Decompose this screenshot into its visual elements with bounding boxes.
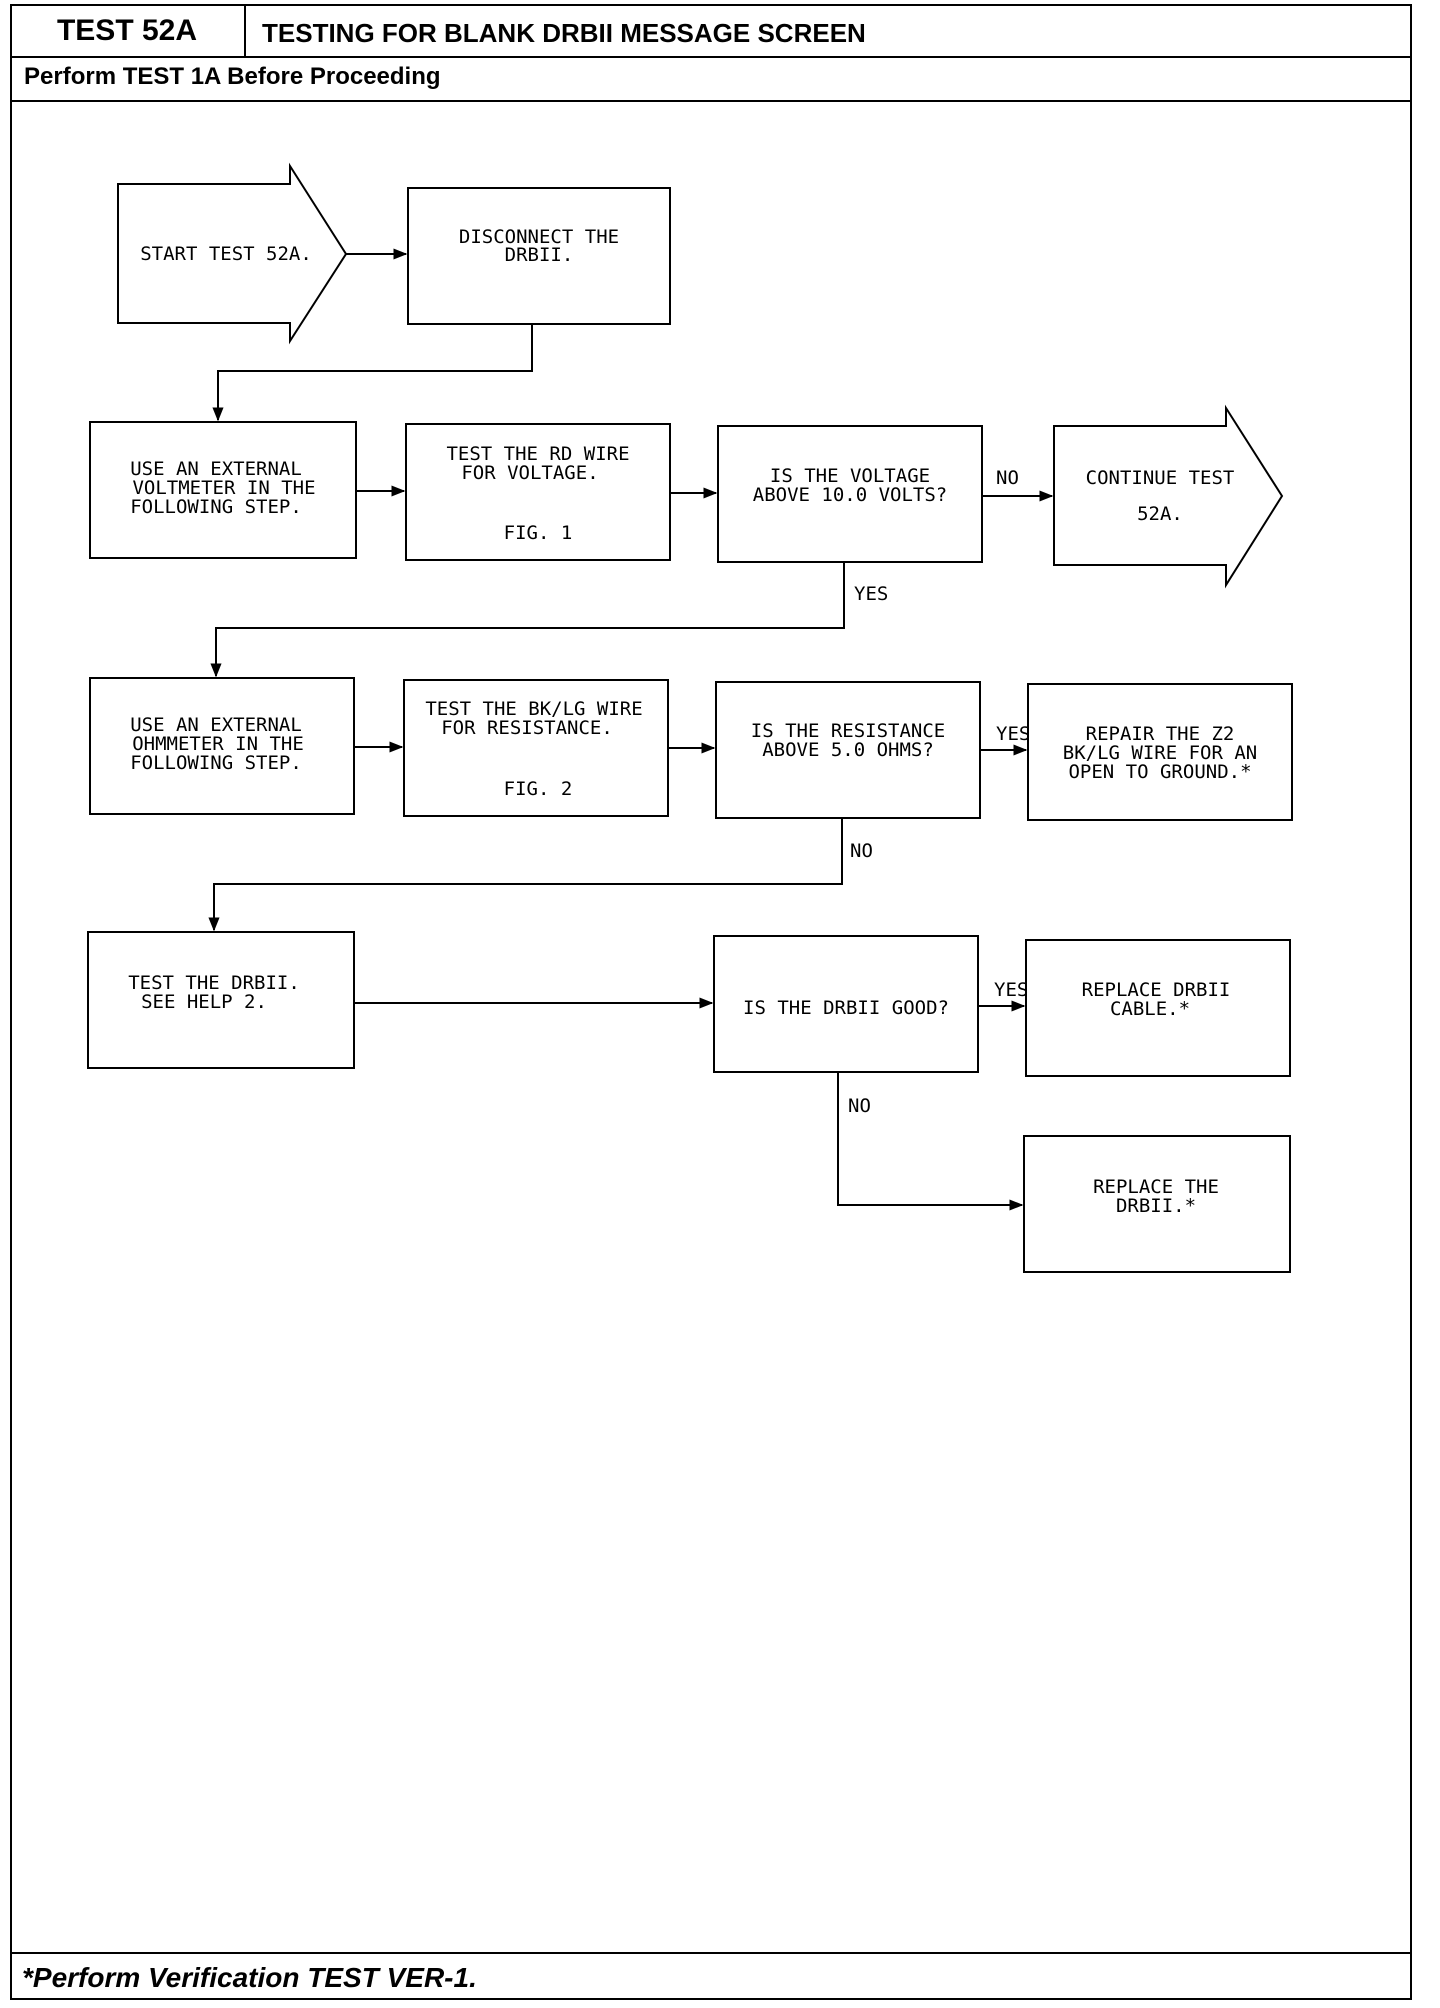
- connector-q-resistance-no: [208, 818, 843, 932]
- header-row: [10, 4, 1412, 58]
- q-resistance-box: [715, 681, 981, 819]
- start-arrow-shape: [117, 162, 348, 345]
- prerequisite-row: [10, 58, 1412, 102]
- ohmmeter-box: [89, 677, 355, 815]
- test-bklg-box: [403, 679, 669, 817]
- page-frame: [10, 4, 1412, 2000]
- start-text: START TEST 52A.: [140, 243, 312, 265]
- footer-note: *Perform Verification TEST VER-1.: [22, 1962, 477, 1993]
- repair-box: [1027, 683, 1293, 821]
- page-title: TESTING FOR BLANK DRBII MESSAGE SCREEN: [262, 18, 866, 48]
- fig2-text: FIG. 2: [504, 778, 573, 800]
- label-yes-good: YES: [994, 979, 1028, 1001]
- test-drbii-text: TEST THE DRBII.SEE HELP 2.: [128, 972, 300, 1013]
- test-drbii-box: [87, 931, 355, 1069]
- continue-arrow-shape: [1053, 404, 1284, 589]
- test-rd-box: [405, 423, 671, 561]
- connector-q-voltage-yes: [210, 562, 845, 678]
- q-good-text: IS THE DRBII GOOD?: [743, 997, 949, 1019]
- label-no-voltage: NO: [996, 467, 1019, 489]
- footer-divider: [10, 1952, 1412, 1954]
- q-voltage-box: [717, 425, 983, 563]
- label-yes-voltage: YES: [854, 583, 888, 605]
- replace-cable-box: [1025, 939, 1291, 1077]
- label-no-resistance: NO: [850, 840, 873, 862]
- test-id: TEST 52A: [10, 4, 246, 58]
- connector-disconnect-to-voltmeter: [212, 324, 533, 422]
- prerequisite-note: Perform TEST 1A Before Proceeding: [24, 63, 441, 90]
- replace-drbii-box: [1023, 1135, 1291, 1273]
- connector-q-good-no: [837, 1072, 1024, 1211]
- q-good-box: [713, 935, 979, 1073]
- label-yes-resistance: YES: [996, 723, 1030, 745]
- disconnect-box: [407, 187, 671, 325]
- label-no-good: NO: [848, 1095, 871, 1117]
- fig1-text: FIG. 1: [504, 522, 573, 544]
